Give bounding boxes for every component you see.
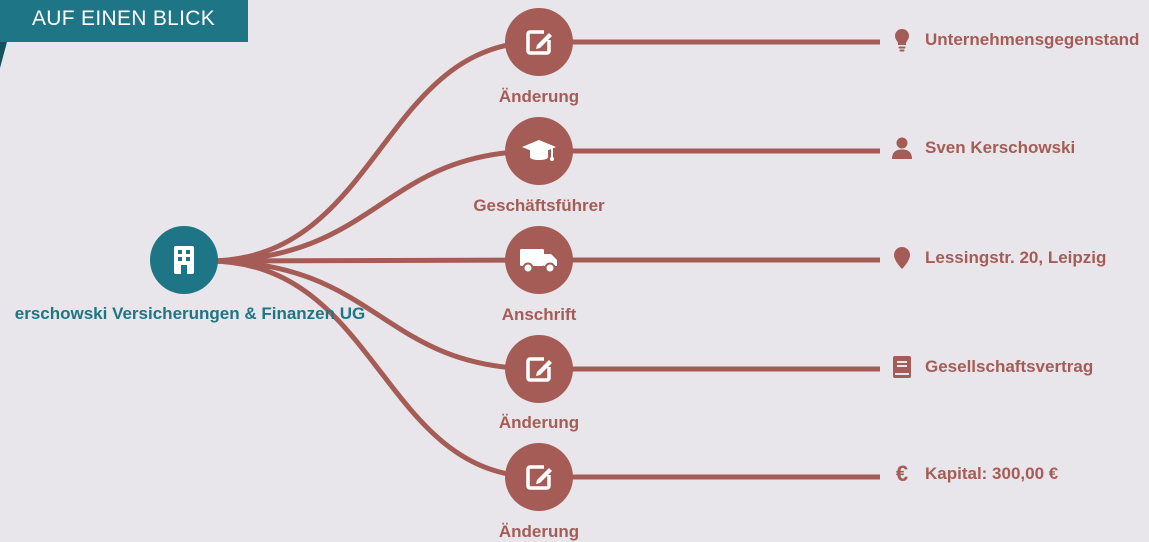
- connector-curve-5: [207, 258, 540, 480]
- leaf-label: Lessingstr. 20, Leipzig: [925, 248, 1107, 267]
- edit-icon: [526, 357, 552, 382]
- company-name: erschowski Versicherungen & Finanzen UG: [14, 304, 366, 323]
- leaf-anschrift[interactable]: Lessingstr. 20, Leipzig: [890, 246, 1106, 270]
- leaf-label: Gesellschaftsvertrag: [925, 357, 1094, 376]
- leaf-label: Unternehmensgegenstand: [925, 30, 1140, 49]
- edit-icon: [526, 30, 552, 55]
- branch-node-aenderung-2[interactable]: [505, 335, 573, 403]
- truck-icon: [520, 249, 557, 274]
- branch-node-geschaeftsfuehrer[interactable]: [505, 117, 573, 185]
- branch-label-5: Änderung: [498, 522, 580, 541]
- banner-title: AUF EINEN BLICK: [32, 7, 216, 30]
- leaf-gesellschaftsvertrag[interactable]: Gesellschaftsvertrag: [890, 355, 1093, 379]
- branch-label-4: Änderung: [498, 413, 580, 432]
- branch-node-aenderung-1[interactable]: [505, 8, 573, 76]
- connector-curve-1: [207, 39, 540, 264]
- branch-label-3: Anschrift: [501, 305, 577, 324]
- leaf-label: Kapital: 300,00 €: [925, 464, 1059, 483]
- branch-label-1: Änderung: [498, 87, 580, 106]
- user-icon: [890, 137, 914, 159]
- euro-icon: €: [895, 461, 909, 486]
- building-icon: [174, 246, 194, 274]
- leaf-geschaeftsfuehrer-name[interactable]: Sven Kerschowski: [890, 137, 1075, 159]
- connector-curve-4: [207, 258, 540, 372]
- edit-icon: [526, 465, 552, 490]
- section-banner: AUF EINEN BLICK: [0, 0, 248, 42]
- book-icon: [890, 355, 914, 379]
- leaf-unternehmensgegenstand[interactable]: Unternehmensgegenstand: [890, 28, 1139, 52]
- connector-curve-2: [207, 148, 540, 264]
- branch-node-aenderung-3[interactable]: [505, 443, 573, 511]
- leaf-kapital[interactable]: € Kapital: 300,00 €: [890, 463, 1058, 485]
- company-node[interactable]: [150, 226, 218, 294]
- leaf-label: Sven Kerschowski: [925, 138, 1076, 157]
- branch-node-anschrift[interactable]: [505, 226, 573, 294]
- graduation-cap-icon: [522, 140, 556, 161]
- branch-label-2: Geschäftsführer: [473, 196, 605, 215]
- connector-curve-3: [207, 257, 540, 264]
- banner-fold: [0, 42, 7, 68]
- map-marker-icon: [890, 246, 914, 270]
- lightbulb-icon: [890, 28, 914, 52]
